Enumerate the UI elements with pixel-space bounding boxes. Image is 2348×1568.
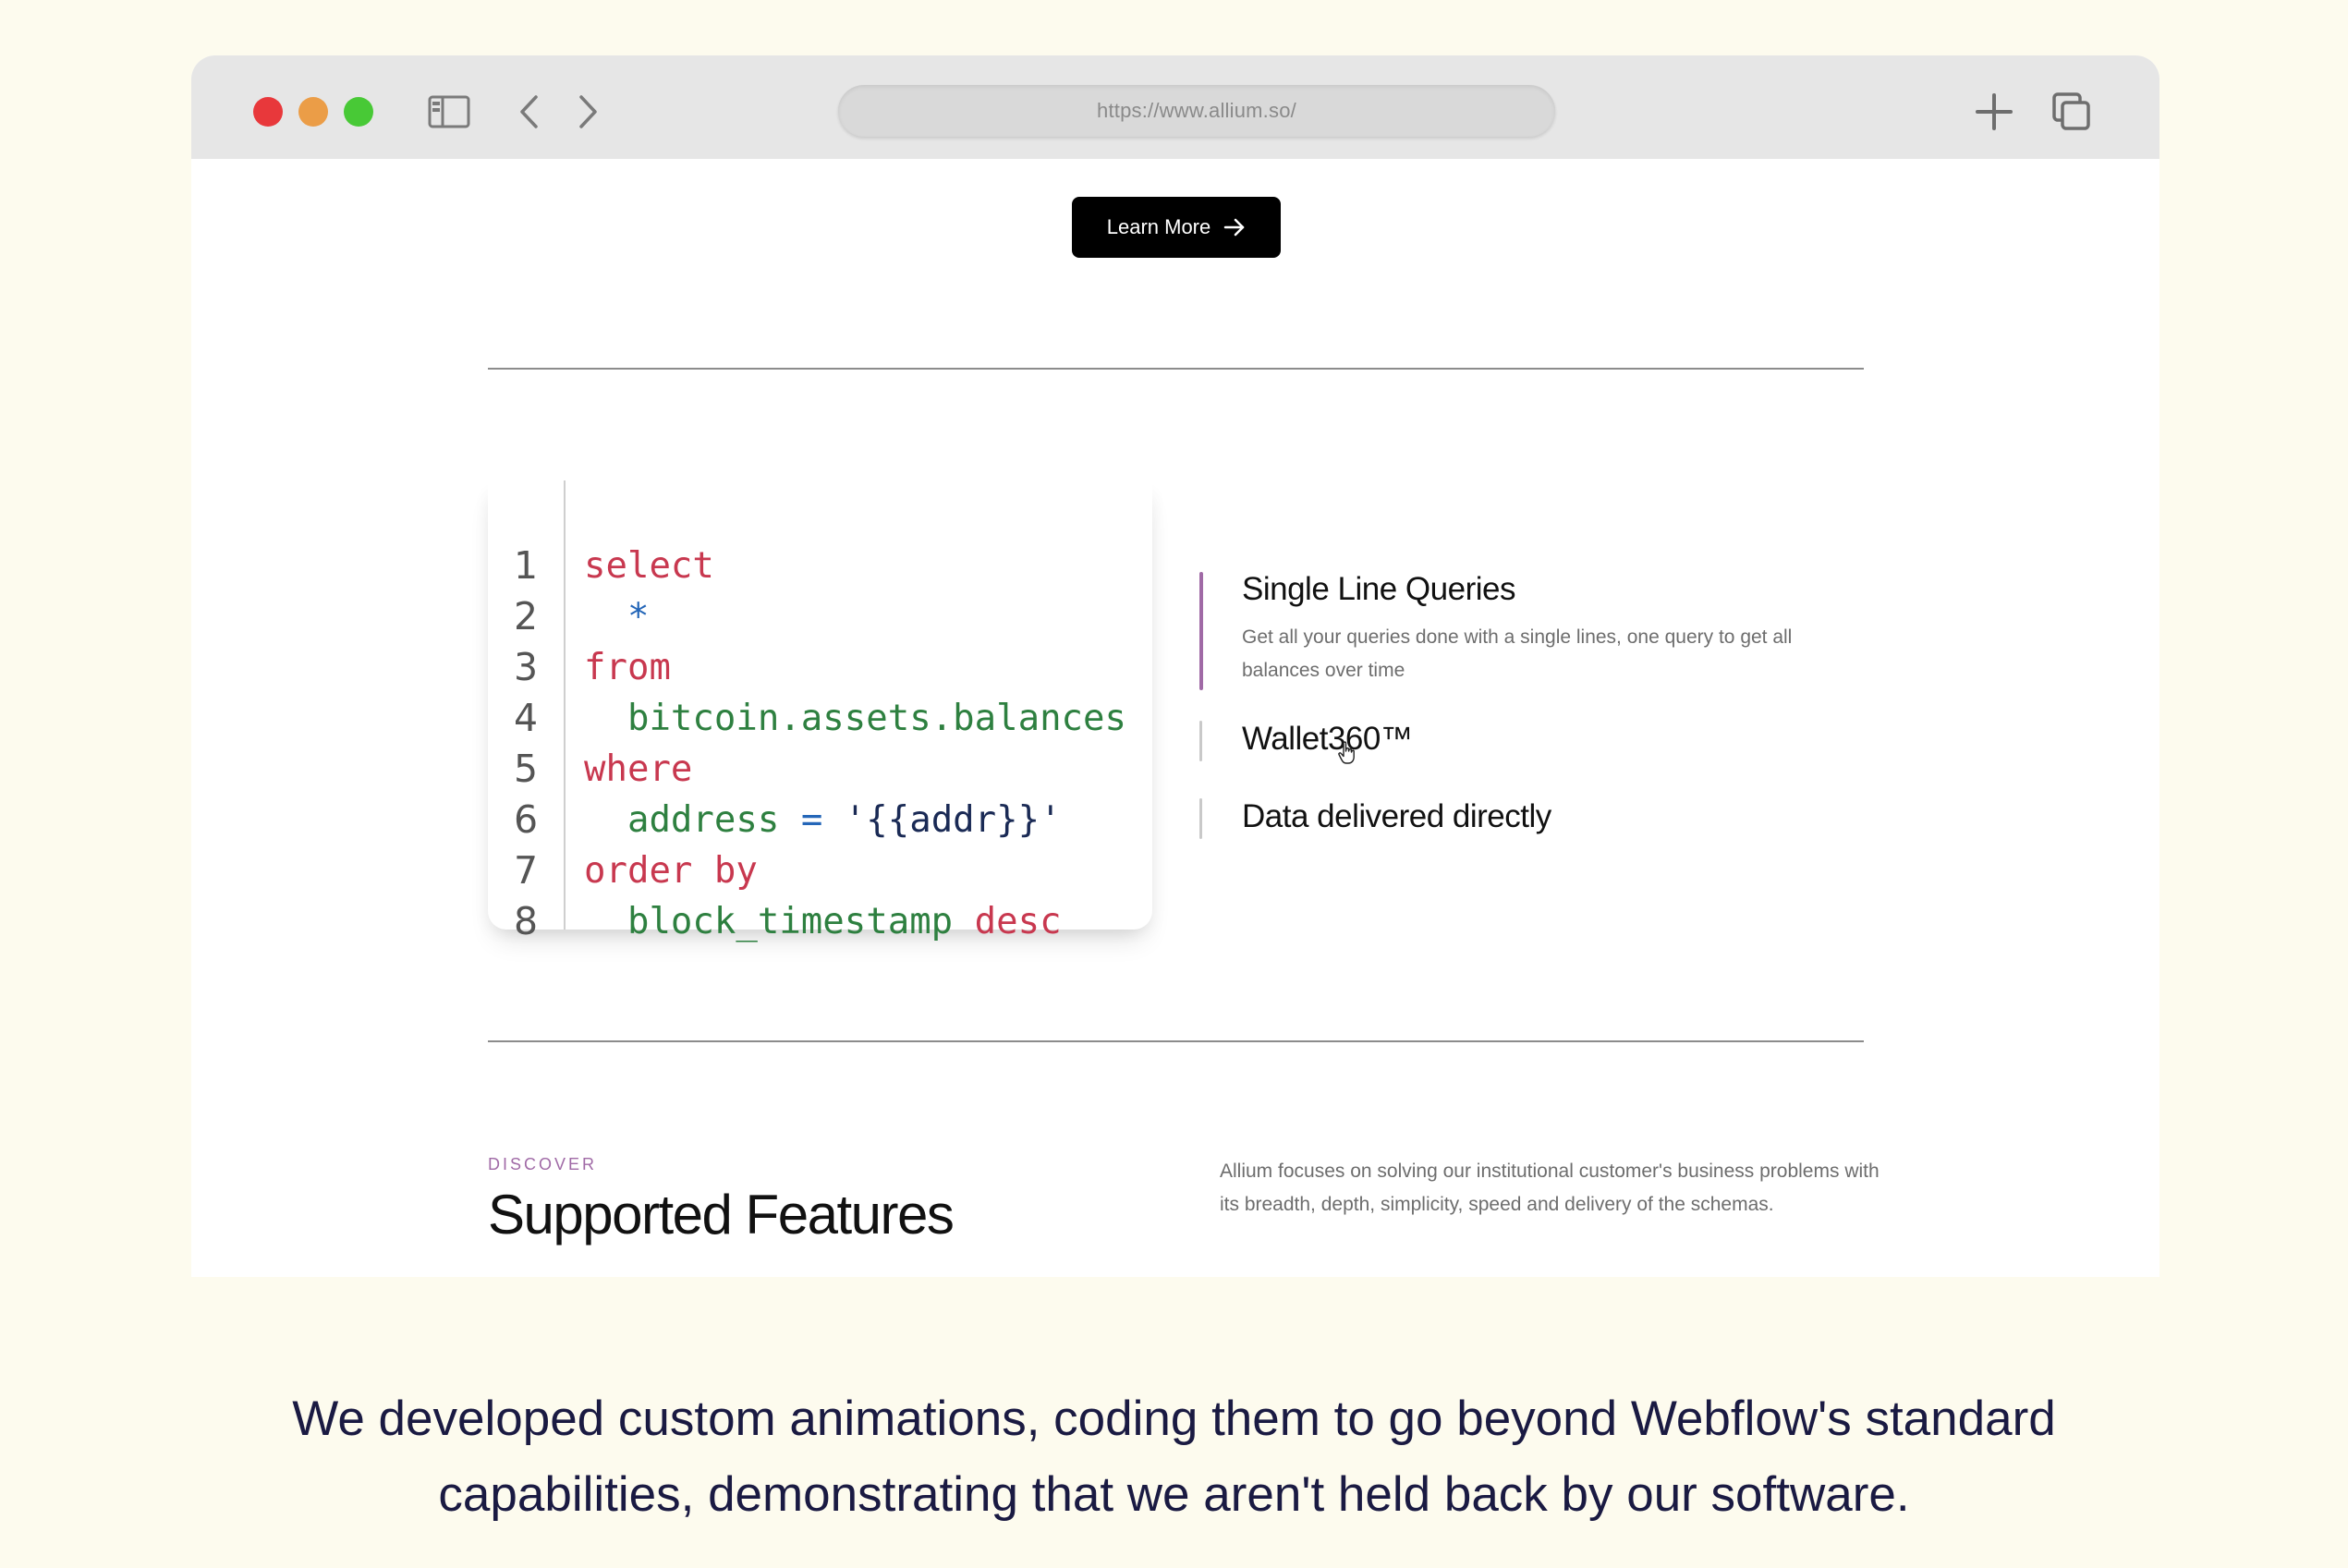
code-text: from bbox=[564, 647, 671, 688]
code-text: * bbox=[564, 595, 650, 638]
maximize-window-button[interactable] bbox=[344, 97, 373, 127]
code-text: bitcoin.assets.balances bbox=[564, 698, 1126, 739]
code-text: block_timestamp desc bbox=[564, 901, 1062, 942]
code-text: order by bbox=[564, 850, 758, 892]
code-token: desc bbox=[974, 900, 1062, 942]
code-line: 4 bitcoin.assets.balances bbox=[488, 692, 1126, 744]
code-text: address = '{{addr}}' bbox=[564, 799, 1062, 841]
chevron-left-icon[interactable] bbox=[505, 91, 552, 133]
code-token: = bbox=[800, 798, 845, 841]
caption-line: capabilities, demonstrating that we aren… bbox=[438, 1467, 1910, 1522]
line-number: 4 bbox=[513, 696, 539, 740]
code-token: block_timestamp bbox=[584, 900, 975, 942]
code-line: 2 * bbox=[488, 590, 650, 642]
browser-titlebar: https://www.allium.so/ bbox=[191, 55, 2159, 159]
code-gutter-divider bbox=[564, 480, 566, 930]
section-divider bbox=[488, 1040, 1864, 1042]
code-token: from bbox=[584, 646, 671, 688]
cursor-hand-icon bbox=[1337, 741, 1357, 770]
learn-more-button[interactable]: Learn More bbox=[1072, 197, 1281, 258]
code-line: 3 from bbox=[488, 641, 671, 693]
plus-icon[interactable] bbox=[1971, 91, 2017, 133]
code-token: * bbox=[584, 595, 650, 638]
code-line: 1 select bbox=[488, 540, 714, 591]
chevron-right-icon[interactable] bbox=[566, 91, 612, 133]
caption: We developed custom animations, coding t… bbox=[0, 1381, 2348, 1533]
section-divider bbox=[488, 368, 1864, 370]
code-text: select bbox=[564, 545, 714, 587]
close-window-button[interactable] bbox=[253, 97, 283, 127]
section-eyebrow: DISCOVER bbox=[488, 1155, 598, 1173]
line-number: 5 bbox=[513, 747, 539, 791]
code-token: '{{addr}}' bbox=[844, 798, 1062, 841]
code-line: 5 where bbox=[488, 743, 692, 795]
minimize-window-button[interactable] bbox=[298, 97, 328, 127]
line-number: 2 bbox=[513, 594, 539, 638]
code-card bbox=[488, 480, 1152, 930]
code-token: bitcoin.assets.balances bbox=[584, 697, 1126, 739]
code-token: order by bbox=[584, 849, 758, 892]
line-number: 6 bbox=[513, 797, 539, 842]
feature-tab-wallet360[interactable]: Wallet360™ bbox=[1242, 721, 1413, 757]
arrow-right-icon bbox=[1224, 218, 1245, 237]
section-title: Supported Features bbox=[488, 1184, 955, 1246]
feature-indicator-active bbox=[1199, 572, 1203, 690]
sidebar-icon[interactable] bbox=[426, 91, 472, 133]
feature-description: Get all your queries done with a single … bbox=[1242, 626, 1793, 681]
code-line: 8 block_timestamp desc bbox=[488, 895, 1062, 947]
feature-tab-data-delivered[interactable]: Data delivered directly bbox=[1242, 798, 1551, 834]
learn-more-label: Learn More bbox=[1106, 215, 1211, 238]
feature-indicator bbox=[1199, 798, 1202, 839]
address-bar[interactable]: https://www.allium.so/ bbox=[838, 85, 1555, 137]
feature-indicator bbox=[1199, 721, 1202, 761]
code-text: where bbox=[564, 748, 692, 790]
tabs-icon[interactable] bbox=[2049, 91, 2095, 133]
code-line: 7 order by bbox=[488, 845, 758, 896]
line-number: 3 bbox=[513, 645, 539, 689]
line-number: 7 bbox=[513, 848, 539, 893]
code-line: 6 address = '{{addr}}' bbox=[488, 794, 1062, 845]
caption-line: We developed custom animations, coding t… bbox=[292, 1392, 2056, 1446]
line-number: 8 bbox=[513, 899, 539, 943]
browser-window: https://www.allium.so/ Learn More 1 selec… bbox=[191, 55, 2159, 1277]
code-token: where bbox=[584, 748, 693, 790]
line-number: 1 bbox=[513, 543, 539, 588]
section-description: Allium focuses on solving our institutio… bbox=[1220, 1161, 1880, 1215]
code-token: address bbox=[584, 798, 801, 841]
code-token: select bbox=[584, 544, 714, 587]
url-text: https://www.allium.so/ bbox=[1097, 99, 1296, 122]
feature-tab-single-line-queries[interactable]: Single Line Queries bbox=[1242, 571, 1515, 607]
